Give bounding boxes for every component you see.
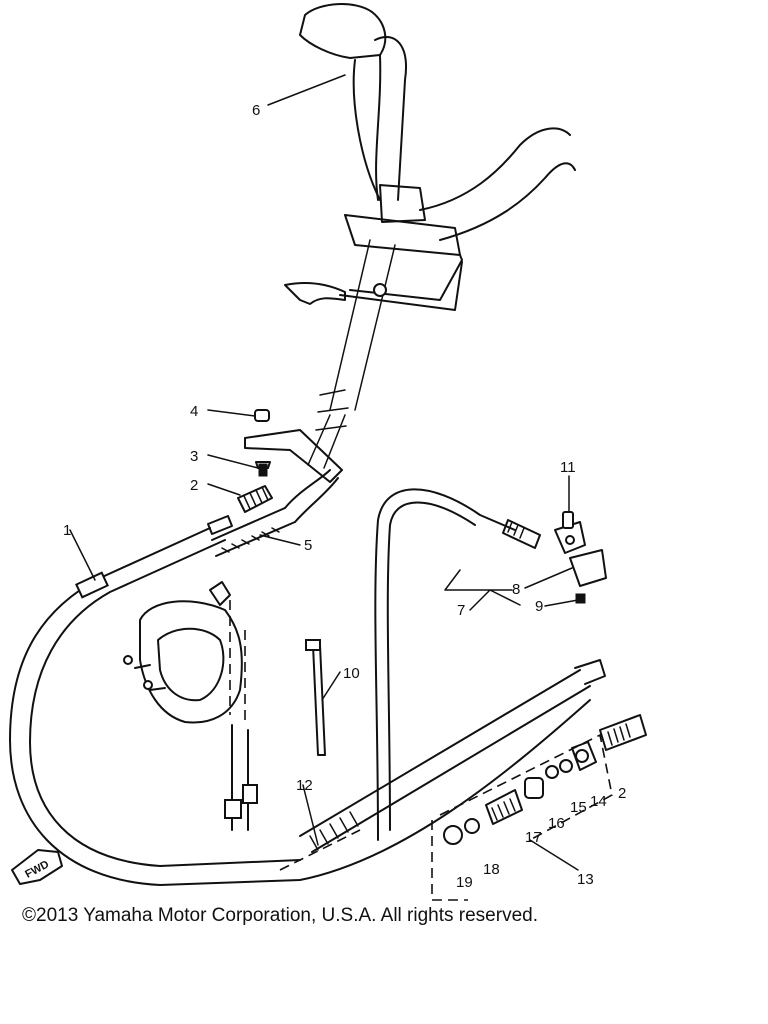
callout-17: 17: [525, 829, 542, 846]
carburetor: [123, 581, 258, 831]
throttle-parts: [237, 409, 273, 513]
copyright-notice: ©2013 Yamaha Motor Corporation, U.S.A. A…: [22, 905, 538, 926]
callout-6: 6: [252, 102, 260, 119]
callout-2-lower: 2: [618, 785, 626, 802]
callout-8: 8: [512, 581, 520, 598]
callout-2: 2: [190, 477, 198, 494]
cable-tie: [305, 639, 326, 756]
shift-cable: [279, 659, 606, 871]
bracket-parts: [554, 511, 607, 604]
callout-18: 18: [483, 861, 500, 878]
callout-16: 16: [548, 815, 565, 832]
callout-13: 13: [577, 871, 594, 888]
callout-10: 10: [343, 665, 360, 682]
callout-7: 7: [457, 602, 465, 619]
callout-12: 12: [296, 777, 313, 794]
leader-lines: [69, 74, 579, 871]
callout-1: 1: [63, 522, 71, 539]
callout-3: 3: [190, 448, 198, 465]
handlebar-assembly: [244, 3, 576, 483]
fwd-label: FWD: [23, 858, 51, 880]
choke-cable: [374, 488, 541, 841]
callout-5: 5: [304, 537, 312, 554]
callouts: 6 4 3 2 1 5 11 8 7 9 10 12 2 14 15 16 17…: [63, 102, 626, 891]
fitting-parts: [431, 714, 647, 901]
callout-11: 11: [560, 459, 576, 476]
callout-19: 19: [456, 874, 473, 891]
callout-4: 4: [190, 403, 198, 420]
callout-14: 14: [590, 793, 607, 810]
forward-arrow: FWD: [11, 849, 63, 885]
parts-diagram: FWD 6 4 3 2 1 5 11 8 7 9 10 12 2 14 15 1…: [9, 3, 647, 901]
callout-15: 15: [570, 799, 587, 816]
callout-9: 9: [535, 598, 543, 615]
